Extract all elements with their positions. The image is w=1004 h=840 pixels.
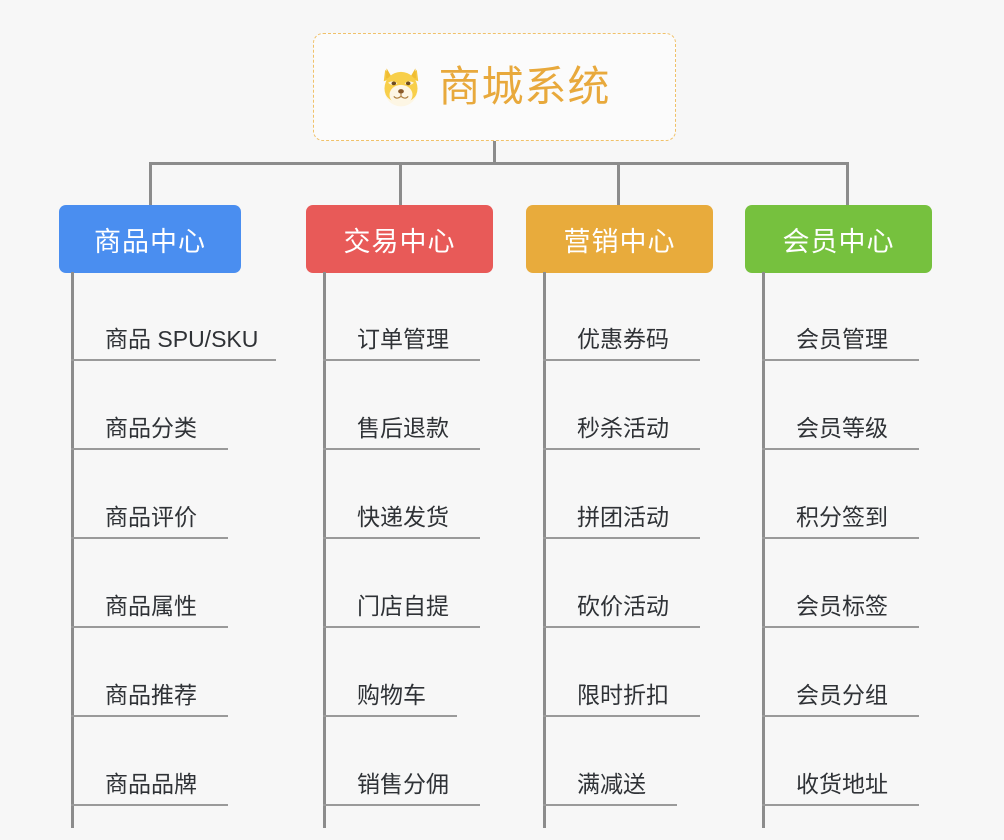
leaf-item[interactable]: 砍价活动	[543, 539, 700, 628]
leaf-label: 售后退款	[357, 414, 449, 441]
leaf-label: 秒杀活动	[577, 414, 669, 441]
connector-horizontal-bus	[149, 162, 849, 165]
connector-root-stem	[493, 141, 496, 165]
leaf-label: 商品属性	[105, 592, 197, 619]
leaf-item[interactable]: 拼团活动	[543, 450, 700, 539]
leaf-label: 优惠券码	[577, 325, 669, 352]
leaf-item[interactable]: 限时折扣	[543, 628, 700, 717]
leaf-item[interactable]: 积分签到	[762, 450, 919, 539]
category-label-3: 会员中心	[782, 226, 895, 257]
leaf-item[interactable]: 商品品牌	[71, 717, 228, 806]
category-label-2: 营销中心	[563, 226, 676, 257]
leaf-label: 会员等级	[796, 414, 888, 441]
leaf-label: 快递发货	[357, 503, 449, 530]
connector-drop-2	[399, 162, 402, 205]
connector-drop-3	[617, 162, 620, 205]
leaf-label: 销售分佣	[357, 770, 449, 797]
leaf-item[interactable]: 满减送	[543, 717, 677, 806]
category-box-1[interactable]: 交易中心	[306, 205, 493, 273]
category-box-3[interactable]: 会员中心	[745, 205, 932, 273]
leaf-item[interactable]: 商品推荐	[71, 628, 228, 717]
leaf-item[interactable]: 收货地址	[762, 717, 919, 806]
leaf-label: 积分签到	[796, 503, 888, 530]
leaf-item[interactable]: 秒杀活动	[543, 361, 700, 450]
connector-drop-4	[846, 162, 849, 205]
branch-spine-3	[762, 272, 765, 828]
leaf-label: 订单管理	[357, 325, 449, 352]
leaf-label: 商品评价	[105, 503, 197, 530]
leaf-label: 门店自提	[357, 592, 449, 619]
branch-spine-1	[323, 272, 326, 828]
root-node[interactable]: 商城系统	[313, 33, 676, 141]
leaf-label: 商品推荐	[105, 681, 197, 708]
category-label-1: 交易中心	[343, 226, 456, 257]
leaf-item[interactable]: 优惠券码	[543, 272, 700, 361]
category-label-0: 商品中心	[94, 226, 206, 257]
leaf-label: 会员管理	[796, 325, 888, 352]
leaf-label: 购物车	[357, 681, 426, 708]
leaf-label: 商品分类	[105, 414, 197, 441]
leaf-label: 满减送	[577, 770, 646, 797]
leaf-item[interactable]: 会员分组	[762, 628, 919, 717]
connector-drop-1	[149, 162, 152, 205]
leaf-item[interactable]: 售后退款	[323, 361, 480, 450]
leaf-label: 砍价活动	[577, 592, 669, 619]
leaf-item[interactable]: 快递发货	[323, 450, 480, 539]
leaf-item[interactable]: 商品分类	[71, 361, 228, 450]
leaf-item[interactable]: 商品属性	[71, 539, 228, 628]
leaf-label: 会员分组	[796, 681, 888, 708]
leaf-item[interactable]: 商品 SPU/SKU	[71, 272, 276, 361]
branch-spine-0	[71, 272, 74, 828]
leaf-item[interactable]: 会员标签	[762, 539, 919, 628]
leaf-label: 限时折扣	[577, 681, 669, 708]
leaf-item[interactable]: 会员等级	[762, 361, 919, 450]
leaf-label: 拼团活动	[577, 503, 669, 530]
leaf-item[interactable]: 门店自提	[323, 539, 480, 628]
root-title: 商城系统	[438, 63, 611, 110]
leaf-label: 收货地址	[796, 770, 888, 797]
leaf-item[interactable]: 商品评价	[71, 450, 228, 539]
leaf-label: 商品 SPU/SKU	[105, 325, 259, 352]
category-box-0[interactable]: 商品中心	[59, 205, 241, 273]
leaf-item[interactable]: 购物车	[323, 628, 457, 717]
leaf-label: 会员标签	[796, 592, 888, 619]
leaf-item[interactable]: 销售分佣	[323, 717, 480, 806]
leaf-label: 商品品牌	[105, 770, 197, 797]
leaf-item[interactable]: 订单管理	[323, 272, 480, 361]
category-box-2[interactable]: 营销中心	[526, 205, 713, 273]
leaf-item[interactable]: 会员管理	[762, 272, 919, 361]
shiba-dog-icon	[384, 68, 419, 107]
branch-spine-2	[543, 272, 546, 828]
